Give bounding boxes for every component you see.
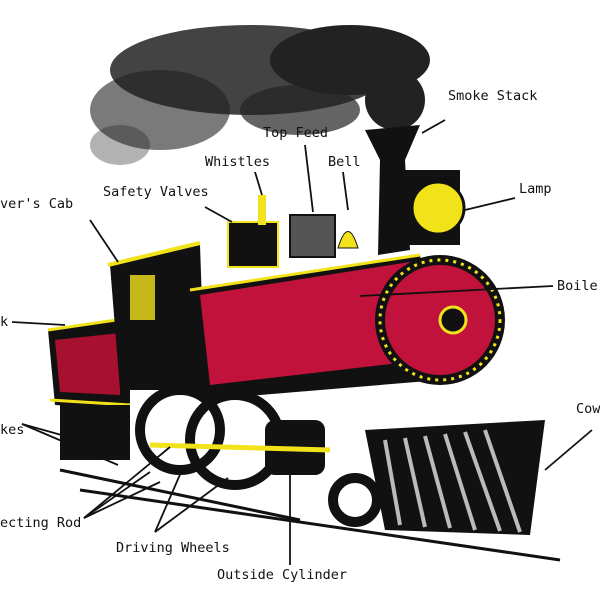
boiler [189, 253, 505, 400]
drivers-cab [107, 241, 205, 390]
connecting-rod [149, 442, 331, 453]
smoke-cloud [90, 25, 430, 165]
label-brakes: kes [0, 422, 24, 438]
label-outside-cylinder: Outside Cylinder [217, 567, 347, 583]
tender [47, 316, 131, 460]
track [59, 468, 561, 562]
label-cowcatcher: Cow [576, 401, 600, 417]
driving-wheels [135, 385, 382, 527]
boiler-fittings [227, 125, 466, 268]
label-connecting-rod: ecting Rod [0, 515, 81, 531]
label-top-feed: Top Feed [263, 125, 328, 141]
label-tank: k [0, 314, 8, 330]
label-drivers-cab: ver's Cab [0, 196, 73, 212]
label-smoke-stack: Smoke Stack [448, 88, 537, 104]
label-safety-valves: Safety Valves [103, 184, 209, 200]
label-boiler: Boiler [557, 278, 600, 294]
cowcatcher [365, 420, 545, 535]
label-lamp: Lamp [519, 181, 552, 197]
label-whistles: Whistles [205, 154, 270, 170]
label-bell: Bell [328, 154, 361, 170]
label-driving-wheels: Driving Wheels [116, 540, 230, 556]
leader-lines [11, 119, 593, 565]
